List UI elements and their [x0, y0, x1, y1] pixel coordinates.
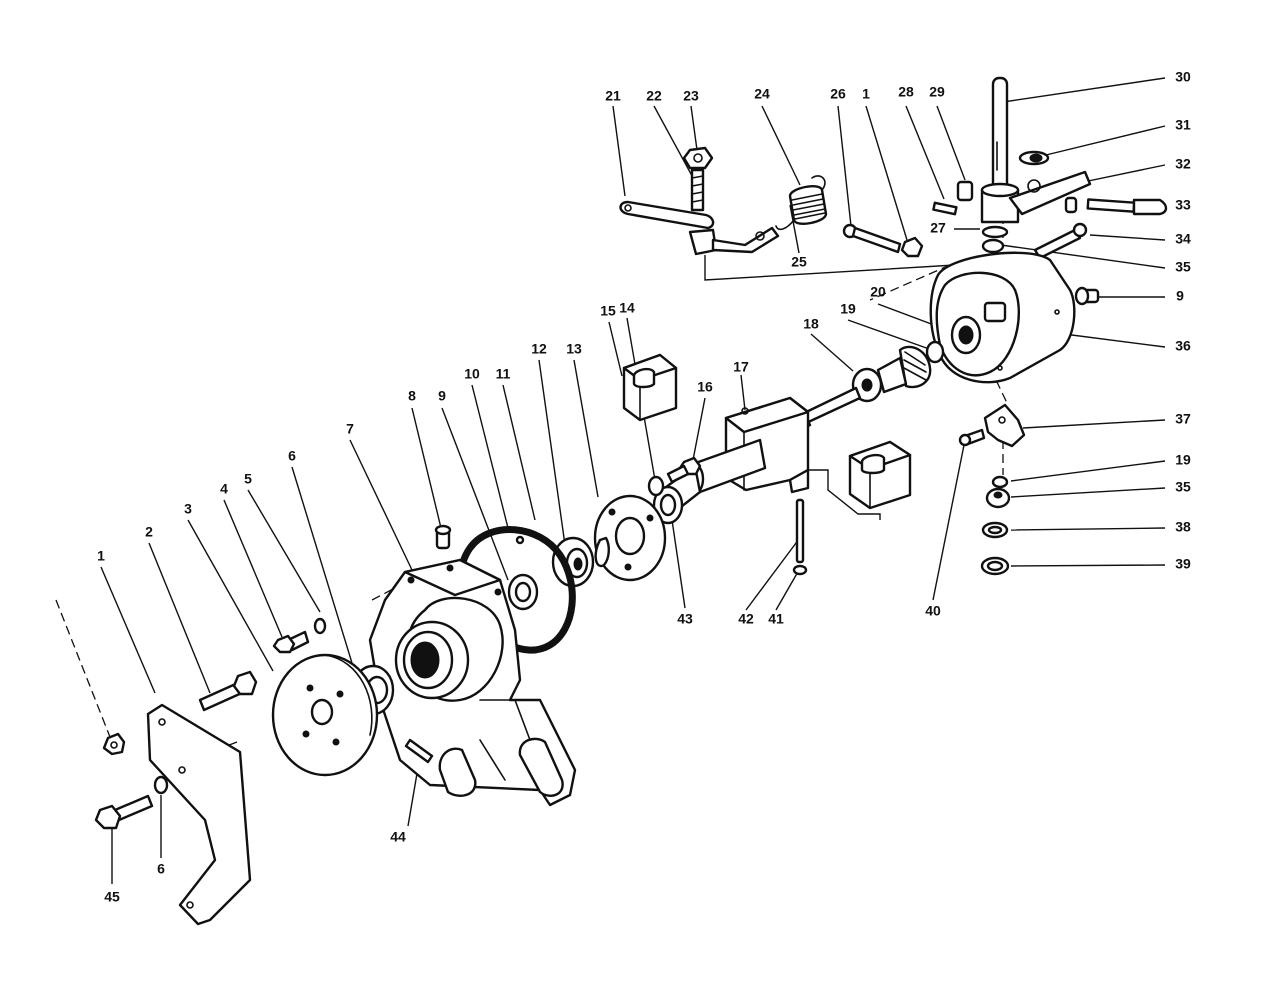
callout-16: 16 [697, 379, 713, 395]
callout-32: 32 [1175, 156, 1191, 172]
callout-27: 27 [930, 220, 946, 236]
callout-23: 23 [683, 88, 699, 104]
callout-35-top: 35 [1175, 259, 1191, 275]
link-block [956, 180, 974, 202]
callout-31: 31 [1175, 117, 1191, 133]
callout-41: 41 [768, 611, 784, 627]
retaining-ring-14 [647, 475, 665, 497]
callout-1-top: 1 [862, 86, 870, 102]
callout-6-upper: 6 [288, 448, 296, 464]
callout-22: 22 [646, 88, 662, 104]
callout-42: 42 [738, 611, 754, 627]
callout-17: 17 [733, 359, 749, 375]
plate-screw [958, 428, 986, 447]
callout-8: 8 [408, 388, 416, 404]
pivot-pin [795, 498, 805, 564]
hex-bolt-long [198, 670, 258, 712]
o-ring-upper [925, 340, 945, 364]
callout-9-right: 9 [1176, 288, 1184, 304]
callout-labels: 21 22 23 24 25 26 1 28 29 30 31 32 33 27… [97, 69, 1191, 905]
callout-1-left: 1 [97, 548, 105, 564]
callout-39: 39 [1175, 556, 1191, 572]
callout-26: 26 [830, 86, 846, 102]
callout-18: 18 [803, 316, 819, 332]
callout-30: 30 [1175, 69, 1191, 85]
mount-block-lower [848, 440, 912, 510]
callout-40: 40 [925, 603, 941, 619]
e-clip [792, 564, 808, 576]
callout-11: 11 [496, 366, 511, 382]
callout-45: 45 [104, 889, 120, 905]
callout-2: 2 [145, 524, 153, 540]
cap-bolt-right [1074, 286, 1100, 306]
callout-29: 29 [929, 84, 945, 100]
stud [690, 168, 705, 212]
callout-9-left: 9 [438, 388, 446, 404]
callout-14: 14 [619, 300, 635, 316]
washer-stack-lower [980, 475, 1011, 576]
shaft-seal [507, 573, 539, 611]
lever-arm [619, 200, 780, 256]
callout-10: 10 [464, 366, 480, 382]
adjust-screw [1033, 222, 1088, 260]
snap-ring [594, 536, 610, 568]
housing-stud [404, 738, 434, 764]
long-bolt [842, 223, 902, 254]
callout-33: 33 [1175, 197, 1191, 213]
callout-36: 36 [1175, 338, 1191, 354]
hex-nut-left [102, 732, 126, 756]
cap-bolt-left [434, 524, 452, 550]
callout-19-upper: 19 [840, 301, 856, 317]
callout-7: 7 [346, 421, 354, 437]
washer-stack-top [981, 225, 1009, 254]
nut [682, 146, 714, 170]
callout-6-lower: 6 [157, 861, 165, 877]
control-plate [1008, 170, 1092, 216]
callout-4: 4 [220, 481, 228, 497]
gear-housing [929, 251, 1076, 384]
tension-spring [775, 175, 828, 231]
callout-25: 25 [791, 254, 807, 270]
callout-20: 20 [870, 284, 886, 300]
roll-pin [932, 201, 958, 216]
callout-5: 5 [244, 471, 252, 487]
coupling-sleeve [652, 485, 684, 525]
callout-43: 43 [677, 611, 693, 627]
callout-24: 24 [754, 86, 770, 102]
cap-screw [272, 630, 310, 654]
callout-3: 3 [184, 501, 192, 517]
callout-12: 12 [531, 341, 547, 357]
callout-28: 28 [898, 84, 914, 100]
callout-34: 34 [1175, 231, 1191, 247]
callout-38: 38 [1175, 519, 1191, 535]
mount-block-upper [622, 353, 678, 422]
bracket-bolt [666, 456, 702, 484]
callout-35-lower: 35 [1175, 479, 1191, 495]
callout-37: 37 [1175, 411, 1191, 427]
spring-clip [1018, 150, 1050, 166]
main-housing [368, 558, 577, 807]
detent-plate [983, 403, 1026, 448]
callout-13: 13 [566, 341, 582, 357]
throttle-shaft [980, 76, 1020, 224]
callout-19-lower: 19 [1175, 452, 1191, 468]
mounting-bracket [146, 703, 252, 926]
drive-pulley [271, 653, 379, 777]
hex-nut-top [900, 236, 924, 258]
callout-21: 21 [605, 88, 621, 104]
lock-washer-upper [313, 617, 327, 635]
threaded-rod [1064, 196, 1168, 216]
flange-plate [593, 494, 667, 582]
callout-44: 44 [390, 829, 406, 845]
hex-bolt-lower [94, 794, 154, 830]
lock-washer-lower [153, 775, 169, 795]
callout-15: 15 [600, 303, 616, 319]
